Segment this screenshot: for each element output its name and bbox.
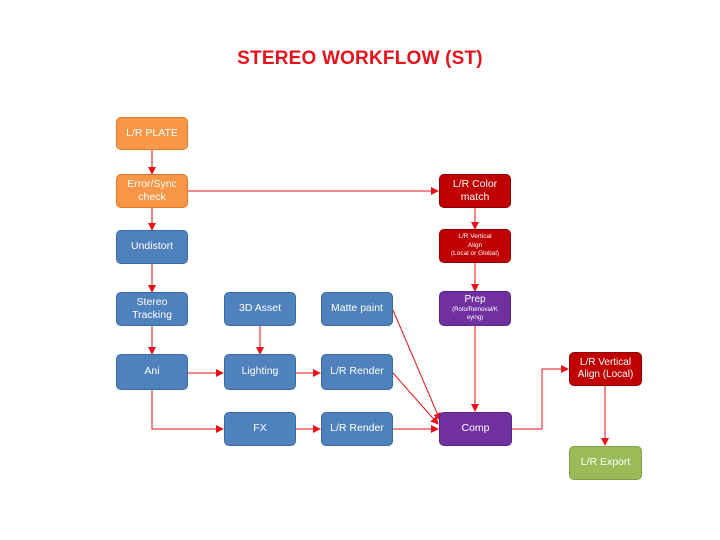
- node-lr-vertical-align: L/R Vertical Align (Local or Global): [439, 229, 511, 263]
- node-lr-render-2: L/R Render: [321, 412, 393, 446]
- node-ani: Ani: [116, 354, 188, 390]
- node-error-sync-check: Error/Sync check: [116, 174, 188, 208]
- node-stereo-tracking: Stereo Tracking: [116, 292, 188, 326]
- node-lr-vertical-align-local: L/R Vertical Align (Local): [569, 352, 642, 386]
- node-lighting: Lighting: [224, 354, 296, 390]
- node-matte-paint: Matte paint: [321, 292, 393, 326]
- node-lr-render-1: L/R Render: [321, 354, 393, 390]
- prep-subtitle: (Roto/Removal/K eying): [452, 306, 498, 321]
- page-title: STEREO WORKFLOW (ST): [237, 48, 483, 69]
- node-lr-color-match: L/R Color match: [439, 174, 511, 208]
- arrow-matte-to-comp: [392, 309, 441, 421]
- node-lr-plate: L/R PLATE: [116, 117, 188, 150]
- node-3d-asset: 3D Asset: [224, 292, 296, 326]
- arrow-ani-to-fx: [151, 390, 224, 433]
- node-prep: Prep (Roto/Removal/K eying): [439, 291, 511, 326]
- node-fx: FX: [224, 412, 296, 446]
- prep-title: Prep: [464, 294, 486, 306]
- node-lr-export: L/R Export: [569, 446, 642, 480]
- node-undistort: Undistort: [116, 230, 188, 264]
- node-comp: Comp: [439, 412, 512, 446]
- arrow-render1-to-comp: [392, 372, 439, 425]
- arrow-comp-to-valignlocal: [512, 365, 569, 430]
